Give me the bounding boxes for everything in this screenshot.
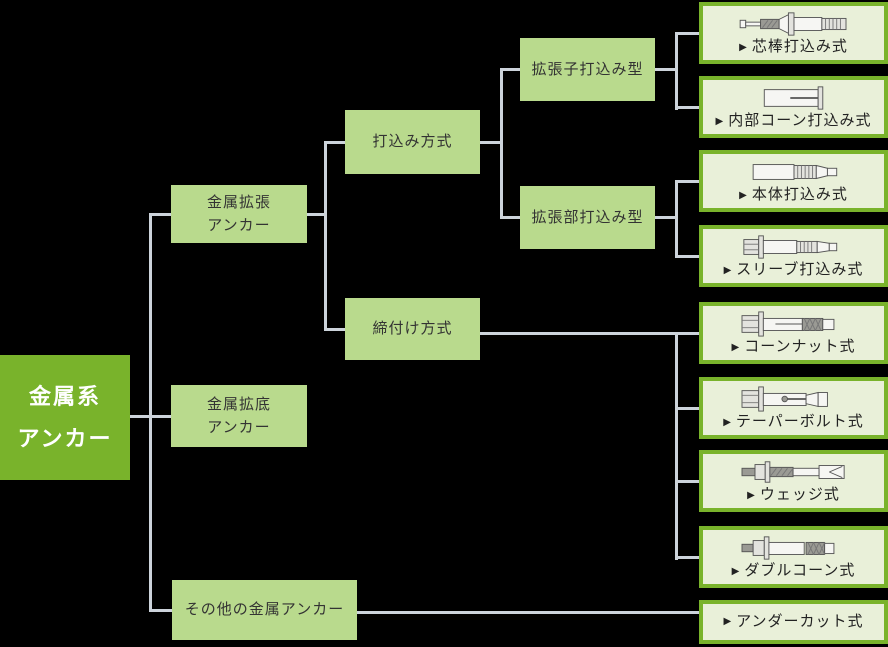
node-root-metal-anchor: 金属系 アンカー bbox=[0, 355, 130, 480]
wedge-anchor-icon bbox=[734, 458, 854, 486]
triangle-marker: ▶ bbox=[731, 565, 741, 577]
connector-line bbox=[357, 611, 699, 614]
connector-line bbox=[480, 141, 502, 144]
leaf-label-text: 芯棒打込み式 bbox=[751, 38, 848, 56]
leaf-label: ▶ 内部コーン打込み式 bbox=[716, 113, 872, 130]
connector-line bbox=[149, 213, 171, 216]
triangle-marker: ▶ bbox=[723, 264, 733, 276]
leaf-label-text: 本体打込み式 bbox=[751, 186, 848, 204]
connector-line bbox=[324, 141, 327, 331]
node-expander-drive-in-type: 拡張子打込み型 bbox=[520, 38, 655, 101]
connector-line bbox=[149, 609, 172, 612]
triangle-marker: ▶ bbox=[715, 115, 725, 127]
connector-line bbox=[149, 213, 152, 612]
double-cone-anchor-icon bbox=[734, 534, 854, 562]
connector-line bbox=[675, 332, 678, 560]
leaf-box-sleeve-drive: ▶ スリーブ打込み式 bbox=[699, 225, 888, 287]
connector-line bbox=[675, 32, 678, 110]
node-drive-in-method: 打込み方式 bbox=[345, 110, 480, 174]
connector-line bbox=[324, 328, 345, 331]
triangle-marker: ▶ bbox=[739, 189, 748, 201]
leaf-box-double-cone: ▶ ダブルコーン式 bbox=[699, 526, 888, 588]
triangle-marker: ▶ bbox=[723, 616, 733, 627]
leaf-label-text: コーンナット式 bbox=[744, 338, 856, 356]
connector-line bbox=[675, 480, 699, 483]
leaf-box-taper-bolt: ▶ テーパーボルト式 bbox=[699, 377, 888, 439]
leaf-box-wedge: ▶ ウェッジ式 bbox=[699, 450, 888, 512]
cone-nut-anchor-icon bbox=[734, 310, 854, 338]
connector-line bbox=[480, 332, 699, 335]
node-metal-flared-bottom-anchor: 金属拡底 アンカー bbox=[171, 385, 307, 447]
leaf-box-undercut: ▶ アンダーカット式 bbox=[699, 600, 888, 644]
pin-drive-anchor-icon bbox=[734, 10, 854, 38]
leaf-label: ▶ ダブルコーン式 bbox=[732, 563, 856, 580]
connector-line bbox=[675, 180, 699, 183]
leaf-label: ▶ ウェッジ式 bbox=[747, 487, 840, 504]
taper-bolt-anchor-icon bbox=[734, 385, 854, 413]
connector-line bbox=[324, 141, 345, 144]
connector-line bbox=[655, 68, 677, 71]
leaf-label-text: ダブルコーン式 bbox=[744, 562, 856, 580]
connector-line bbox=[500, 216, 520, 219]
leaf-label: ▶ テーパーボルト式 bbox=[723, 414, 864, 431]
triangle-marker: ▶ bbox=[739, 41, 748, 53]
sleeve-drive-anchor-icon bbox=[734, 233, 854, 261]
node-tightening-method: 締付け方式 bbox=[345, 298, 480, 360]
connector-line bbox=[307, 213, 326, 216]
connector-line bbox=[675, 32, 699, 35]
leaf-label: ▶ 芯棒打込み式 bbox=[739, 39, 848, 56]
leaf-box-internal-cone: ▶ 内部コーン打込み式 bbox=[699, 76, 888, 138]
connector-line bbox=[675, 407, 699, 410]
leaf-label-text: ウェッジ式 bbox=[759, 486, 840, 504]
leaf-label-text: アンダーカット式 bbox=[736, 612, 864, 630]
triangle-marker: ▶ bbox=[747, 489, 756, 501]
internal-cone-anchor-icon bbox=[734, 84, 854, 112]
node-expansion-part-drive-in-type: 拡張部打込み型 bbox=[520, 186, 655, 249]
leaf-box-pin-drive: ▶ 芯棒打込み式 bbox=[699, 2, 888, 64]
node-other-metal-anchor: その他の金属アンカー bbox=[172, 580, 357, 640]
leaf-label: ▶ コーンナット式 bbox=[732, 339, 856, 356]
triangle-marker: ▶ bbox=[723, 416, 732, 428]
leaf-label: ▶ アンダーカット式 bbox=[723, 612, 864, 631]
leaf-box-body-drive: ▶ 本体打込み式 bbox=[699, 150, 888, 212]
leaf-label: ▶ 本体打込み式 bbox=[739, 187, 848, 204]
connector-line bbox=[675, 255, 699, 258]
connector-line bbox=[675, 180, 678, 258]
connector-line bbox=[500, 68, 520, 71]
leaf-label-text: 内部コーン打込み式 bbox=[728, 112, 872, 130]
body-drive-anchor-icon bbox=[734, 158, 854, 186]
leaf-box-cone-nut: ▶ コーンナット式 bbox=[699, 302, 888, 364]
connector-line bbox=[500, 68, 503, 219]
leaf-label-text: スリーブ打込み式 bbox=[736, 261, 864, 279]
triangle-marker: ▶ bbox=[731, 341, 741, 353]
connector-line bbox=[655, 216, 677, 219]
leaf-label: ▶ スリーブ打込み式 bbox=[724, 262, 864, 279]
connector-line bbox=[675, 106, 699, 109]
node-metal-expansion-anchor: 金属拡張 アンカー bbox=[171, 185, 307, 243]
connector-line bbox=[675, 556, 699, 559]
leaf-label-text: テーパーボルト式 bbox=[735, 413, 864, 431]
